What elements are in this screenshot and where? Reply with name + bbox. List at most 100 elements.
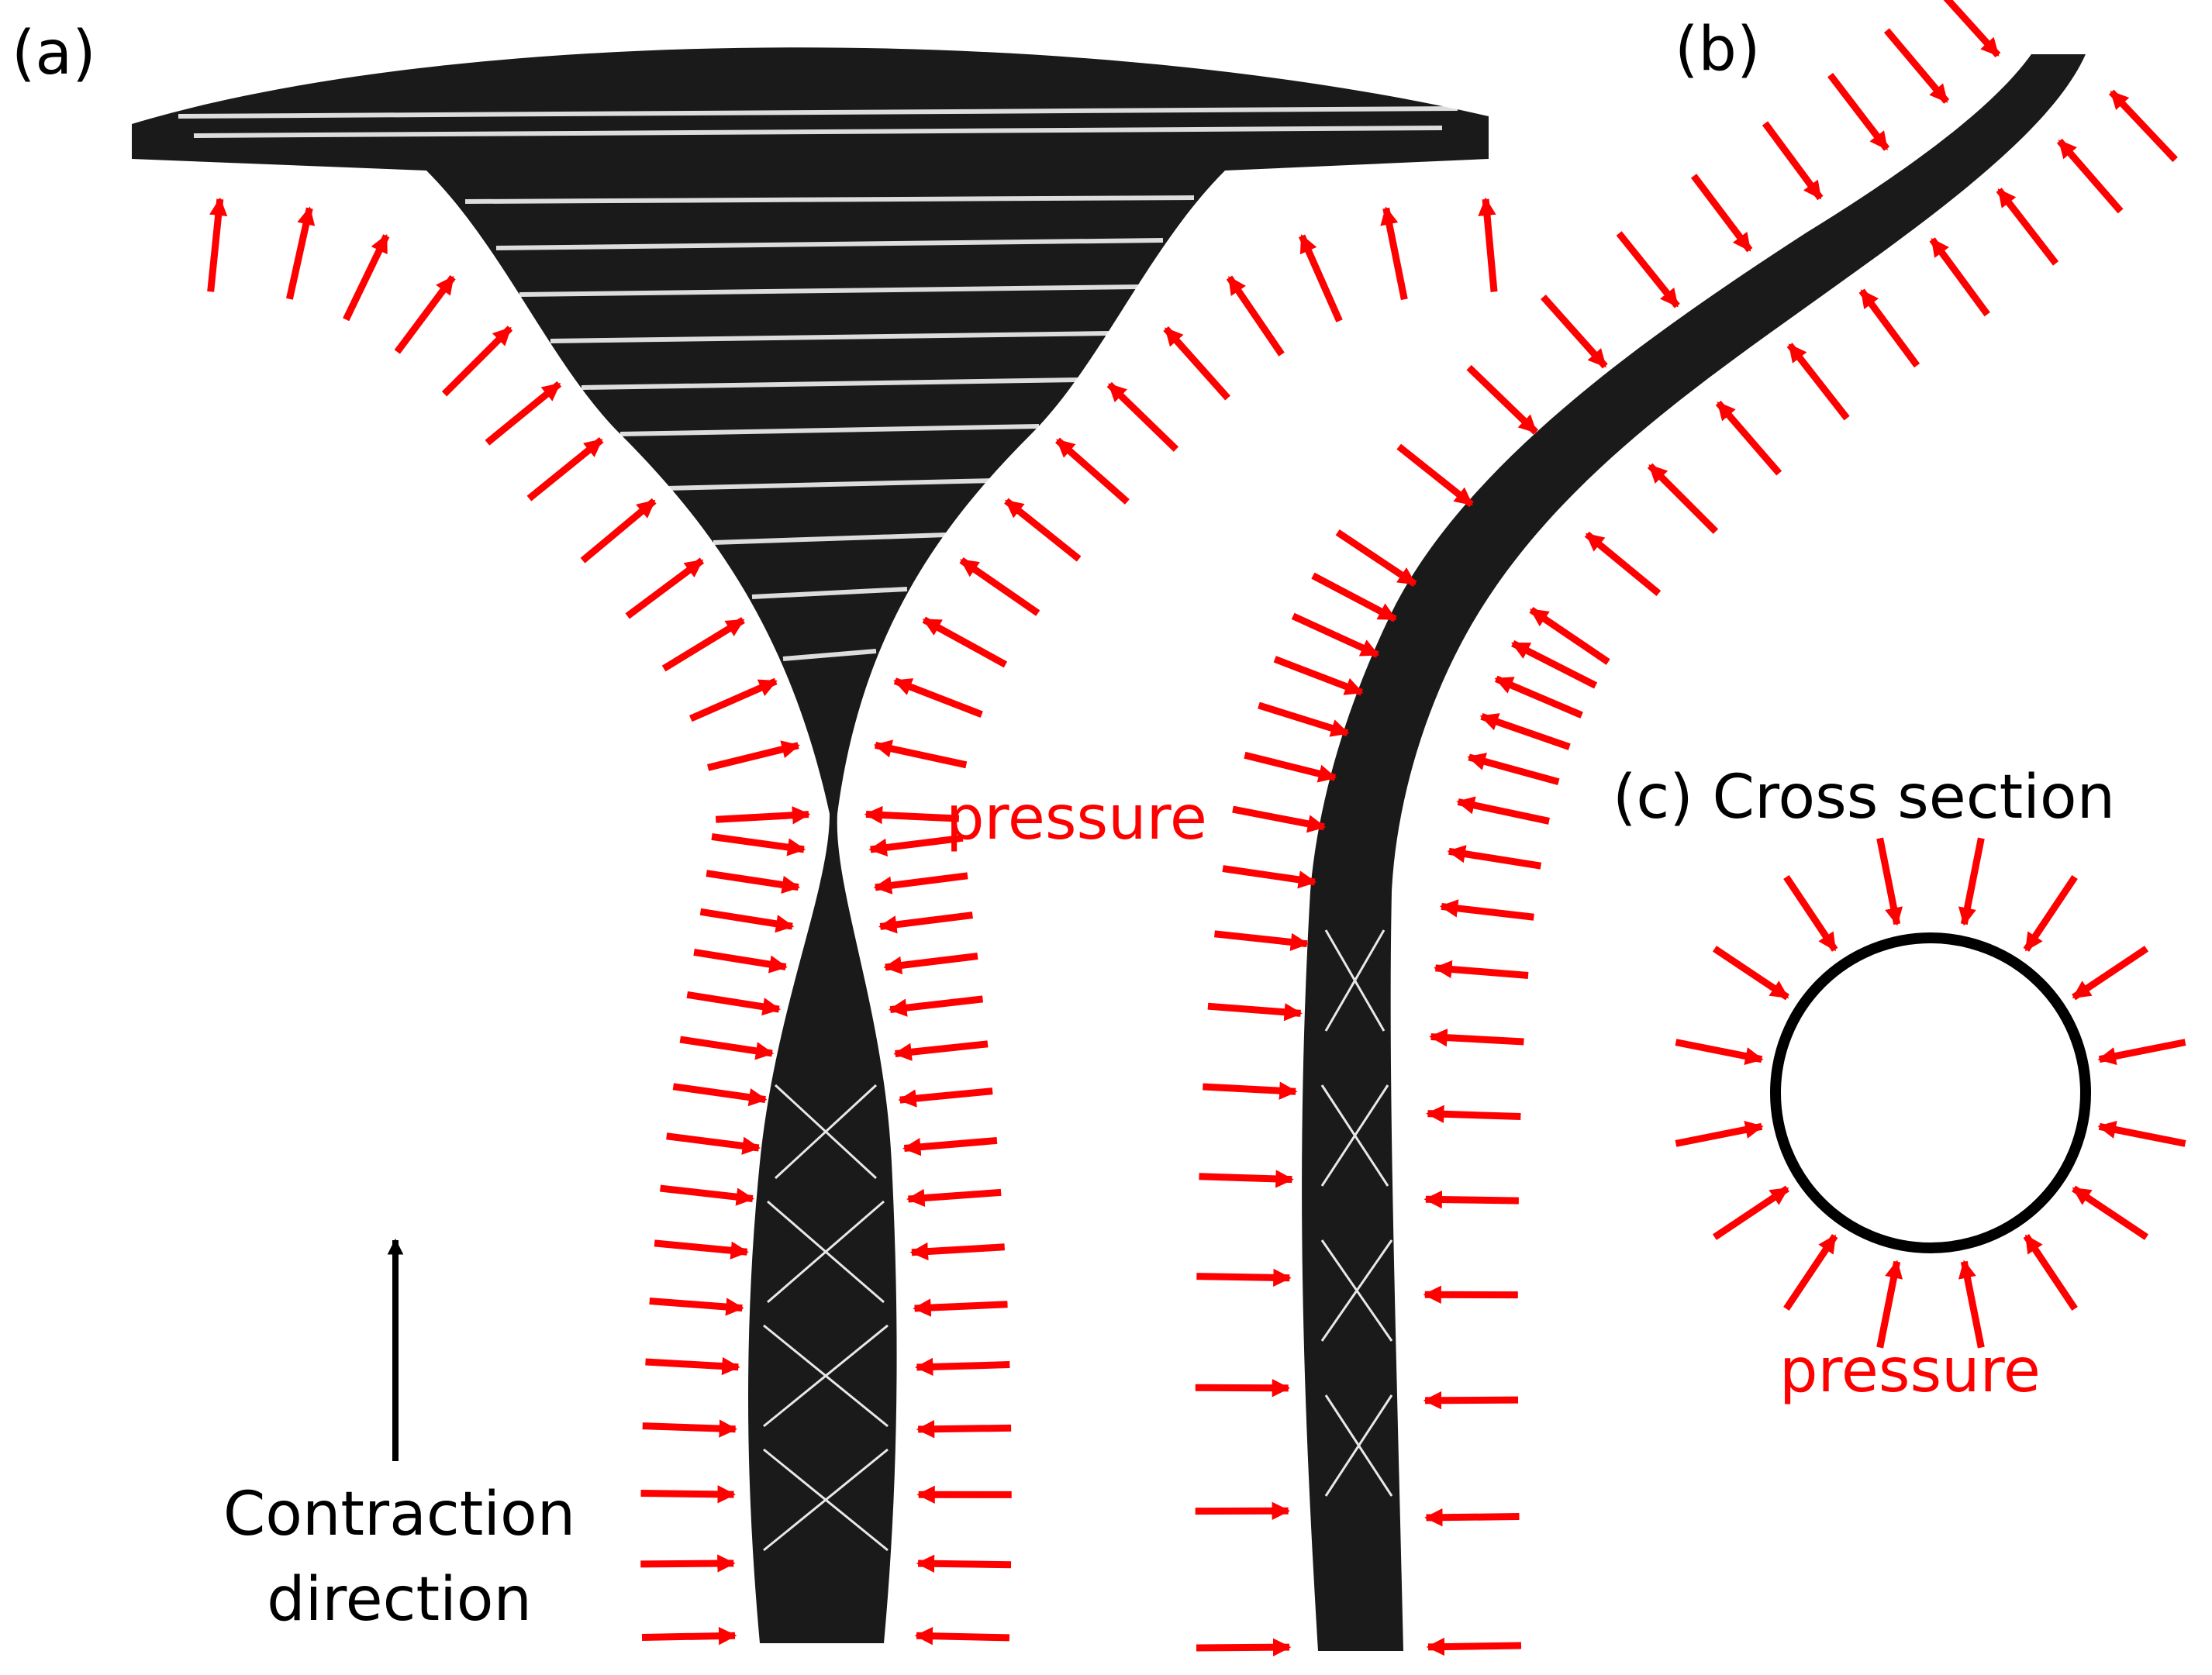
funnel-tube	[132, 47, 1489, 1644]
pressure-arrows-panel-a	[207, 197, 1498, 1646]
pressure-arrow	[1690, 174, 1753, 253]
pressure-arrow	[1203, 1081, 1298, 1100]
pressure-arrow	[1447, 845, 1542, 870]
pressure-arrow	[1291, 612, 1379, 658]
pressure-arrow	[580, 498, 657, 564]
pressure-arrow	[2056, 138, 2124, 214]
pressure-arrow	[893, 1040, 989, 1061]
bent-tube	[1302, 54, 2086, 1651]
pressure-arrow	[1876, 1260, 1903, 1349]
pressure-arrow	[1511, 640, 1598, 689]
pressure-arrow	[864, 805, 960, 825]
pressure-arrow	[661, 617, 745, 672]
pressure-arrow	[1943, 0, 2001, 58]
pressure-arrow	[1584, 531, 1662, 597]
pressure-arrow	[1996, 188, 2059, 266]
pressure-arrow	[343, 234, 390, 322]
contraction-label-line1: Contraction	[223, 1480, 575, 1549]
contraction-label-line2: direction	[267, 1565, 532, 1635]
pressure-arrow	[1055, 437, 1130, 505]
pressure-arrow	[893, 677, 983, 718]
pressure-arrow	[1827, 72, 1890, 151]
pressure-arrow	[1929, 237, 1990, 317]
pressure-arrows-panel-b	[1195, 0, 2178, 1656]
pressure-arrow	[441, 326, 513, 397]
pressure-arrow	[1258, 701, 1350, 737]
pressure-arrow	[1494, 675, 1583, 719]
pressure-arrow	[1423, 1190, 1519, 1209]
pressure-arrow	[902, 1136, 998, 1156]
pressure-arrow	[699, 908, 795, 933]
pressure-arrow	[1434, 960, 1529, 979]
pressure-arrow	[715, 806, 811, 825]
pressure-arrow	[1883, 28, 1950, 104]
pressure-arrow	[1335, 529, 1417, 588]
pressure-arrow	[1467, 753, 1560, 786]
pressure-arrow	[873, 872, 968, 894]
pressure-arrow	[1858, 288, 1920, 368]
pressure-arrow	[1715, 400, 1782, 476]
pressure-arrow	[1783, 1234, 1838, 1311]
pressure-arrow	[2097, 1039, 2186, 1066]
pressure-arrow	[1786, 343, 1850, 421]
pressure-arrow	[1214, 930, 1310, 952]
pressure-arrow	[915, 1357, 1010, 1377]
pressure-arrow	[1226, 275, 1285, 357]
pressure-arrow	[913, 1298, 1008, 1317]
pressure-arrow	[1196, 1268, 1292, 1287]
funnel-interior	[132, 47, 1489, 1644]
pressure-arrow	[1439, 899, 1534, 921]
pressure-arrow	[207, 197, 228, 292]
pressure-arrow	[693, 949, 788, 974]
pressure-arrow	[654, 1239, 749, 1260]
pressure-arrow	[640, 1485, 736, 1504]
pressure-arrow	[1712, 1185, 1789, 1240]
pressure-arrow	[1426, 1105, 1521, 1124]
pressure-arrow	[922, 616, 1008, 668]
pressure-arrow	[2108, 89, 2178, 163]
pressure-label-cross-section: pressure	[1779, 1336, 2041, 1406]
pressure-arrow	[1783, 874, 1838, 952]
pressure-arrow	[1199, 1170, 1294, 1188]
bent-tube-body	[1302, 54, 2086, 1651]
pressure-arrow	[1196, 1638, 1292, 1656]
cross-section-ring	[1770, 932, 2091, 1253]
pressure-arrow	[1273, 656, 1364, 696]
pressure-arrow	[1429, 1028, 1524, 1047]
pressure-arrow	[2023, 874, 2078, 952]
pressure-arrow	[916, 1554, 1012, 1573]
pressure-arrow	[1762, 121, 1824, 201]
pressure-arrow	[916, 1420, 1012, 1439]
pressure-arrow	[1380, 206, 1408, 301]
pressure-arrow	[666, 1132, 761, 1155]
pressure-arrow	[1529, 607, 1610, 665]
pressure-arrow	[625, 557, 705, 619]
pressure-arrow	[1712, 946, 1789, 1001]
pressure-arrow	[1163, 326, 1230, 401]
pressure-arrow	[2023, 1234, 2078, 1311]
pressure-arrows-cross-section	[1675, 837, 2186, 1349]
pressure-arrow	[1426, 1637, 1522, 1656]
pressure-arrow	[485, 381, 562, 446]
pressure-arrow	[672, 1083, 768, 1107]
pressure-arrow	[706, 870, 801, 894]
pressure-arrow	[285, 206, 316, 300]
pressure-arrow	[660, 1184, 755, 1206]
pressure-arrow	[1675, 1120, 1764, 1147]
pressure-arrow	[1876, 837, 1903, 926]
pressure-arrow	[641, 1626, 737, 1646]
pressure-arrow	[2072, 1185, 2149, 1240]
pressure-arrow	[707, 740, 800, 771]
pressure-arrow	[688, 677, 778, 722]
panel-c-label: (c) Cross section	[1613, 763, 2115, 832]
pressure-arrow	[1616, 231, 1680, 308]
pressure-arrow	[906, 1188, 1002, 1208]
pressure-arrow	[1456, 796, 1550, 825]
pressure-arrow	[1004, 498, 1082, 562]
bent-tube-lattice	[1320, 929, 1393, 1497]
pressure-arrow	[1541, 295, 1608, 369]
pressure-arrow	[1298, 234, 1343, 322]
funnel-lattice	[763, 1084, 889, 1552]
pressure-arrow	[1195, 1379, 1291, 1398]
